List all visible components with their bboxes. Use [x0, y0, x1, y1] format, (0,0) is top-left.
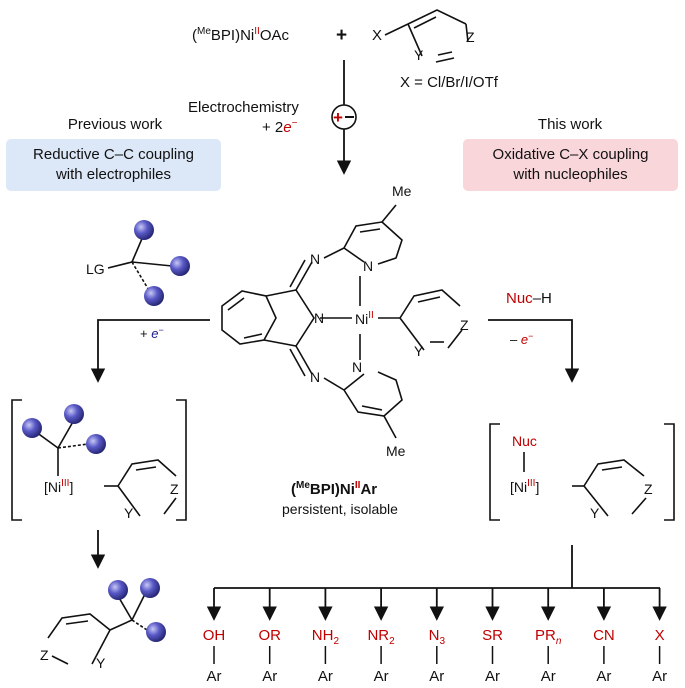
left-ni-label: [NiIII] [44, 478, 73, 495]
right-ring-z: Z [644, 481, 653, 497]
product-group: X [655, 627, 665, 644]
sphere-icon [140, 578, 160, 598]
product-aryl: Ar [596, 668, 611, 685]
methyl-top: Me [392, 183, 412, 199]
previous-box-line1: Reductive C–C coupling [33, 146, 194, 163]
product-aryl: Ar [374, 668, 389, 685]
left-ring-y: Y [124, 505, 134, 521]
product-group: NR2 [367, 627, 395, 647]
this-work-header: This work [537, 116, 603, 133]
product-group: CN [593, 627, 615, 644]
sphere-icon [64, 404, 84, 424]
product-aryl: Ar [485, 668, 500, 685]
product-aryl: Ar [652, 668, 667, 685]
product-aryl: Ar [318, 668, 333, 685]
aryl-ring-top [384, 9, 469, 63]
imine-n-top: N [310, 251, 320, 267]
left-electron-label: + e− [140, 325, 164, 341]
pyridine-n-top: N [363, 258, 373, 274]
x-definition: X = Cl/Br/I/OTf [400, 74, 499, 91]
electrode-icon [331, 104, 357, 130]
nucleophile-label: Nuc–H [506, 290, 552, 307]
sphere-icon [144, 286, 164, 306]
leaving-group-x: X [372, 27, 382, 44]
methyl-bottom: Me [386, 443, 406, 459]
plus-electrode-icon: + [333, 108, 343, 127]
product-group: N3 [429, 627, 446, 647]
product-aryl: Ar [429, 668, 444, 685]
ring-z-center: Z [460, 317, 469, 333]
sphere-icon [134, 220, 154, 240]
nickel-center: NiII [355, 310, 374, 327]
lg-label: LG [86, 261, 105, 277]
sphere-icon [146, 622, 166, 642]
this-box-line2: with nucleophiles [513, 166, 628, 183]
two-electron-label: + 2e− [262, 118, 298, 136]
right-nuc-label: Nuc [512, 433, 537, 449]
electrochemistry-label: Electrochemistry [188, 99, 299, 116]
left-ring-z: Z [170, 481, 179, 497]
left-intermediate-structure [35, 419, 177, 517]
right-ni-label: [NiIII] [510, 478, 539, 495]
product-aryl: Ar [207, 668, 222, 685]
this-box-line1: Oxidative C–X coupling [492, 146, 649, 163]
central-complex-structure [221, 204, 463, 439]
complex-description: persistent, isolable [282, 501, 398, 517]
isoindole-n: N [314, 310, 324, 326]
previous-box-line2: with electrophiles [55, 166, 172, 183]
sphere-icon [108, 580, 128, 600]
sphere-icon [170, 256, 190, 276]
imine-n-bottom: N [310, 369, 320, 385]
previous-work-header: Previous work [67, 116, 163, 133]
product-group: SR [482, 627, 503, 644]
product-arrows [206, 588, 667, 621]
product-group: PRn [535, 627, 562, 647]
plus-sign: + [336, 25, 347, 46]
previous-work-box: Reductive C–C coupling with electrophile… [6, 139, 221, 191]
product-aryl: Ar [262, 668, 277, 685]
right-electron-label: – e− [510, 331, 533, 347]
left-product-ring-z: Z [40, 647, 49, 663]
left-product-structure [47, 591, 151, 665]
pyridine-n-bottom: N [352, 359, 362, 375]
reactant-complex: (MeBPI)NiIIOAc [192, 26, 289, 44]
right-intermediate-ring [572, 459, 647, 517]
ring-y-center: Y [414, 343, 424, 359]
ring-z-top: Z [466, 29, 475, 45]
right-ring-y: Y [590, 505, 600, 521]
this-work-box: Oxidative C–X coupling with nucleophiles [463, 139, 678, 191]
electrophile-structure [107, 233, 173, 293]
product-group: NH2 [312, 627, 340, 647]
sphere-icon [86, 434, 106, 454]
product-group: OH [203, 627, 226, 644]
product-aryl: Ar [541, 668, 556, 685]
ring-y-top: Y [414, 47, 424, 63]
left-product-ring-y: Y [96, 655, 106, 671]
product-group: OR [258, 627, 281, 644]
complex-name: (MeBPI)NiIIAr [291, 480, 377, 498]
sphere-icon [22, 418, 42, 438]
